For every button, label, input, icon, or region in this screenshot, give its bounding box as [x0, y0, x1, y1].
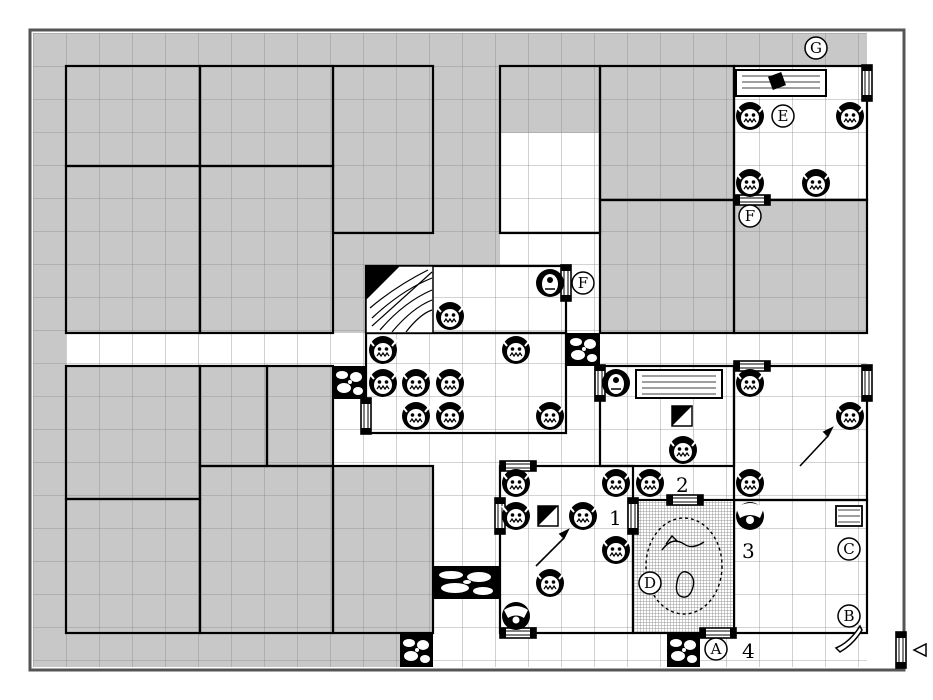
marker-g: G [810, 39, 822, 57]
marker-b: B [843, 607, 854, 625]
spear-icon [799, 426, 834, 467]
room-numbers: 1 2 3 4 [609, 473, 755, 663]
gargoyle-icon [502, 602, 530, 630]
pit-trap-icon [645, 517, 723, 615]
blade-icon [834, 624, 863, 653]
letter-marker-labels: A B C D E F F G [578, 39, 855, 658]
bookcase-icon [835, 505, 863, 527]
room-number-4: 4 [742, 639, 755, 663]
gargoyle-icon [736, 502, 764, 530]
spear-icon [535, 528, 570, 567]
table-icon [735, 69, 827, 97]
furniture-block [537, 505, 559, 527]
room-number-2: 2 [676, 473, 689, 497]
marker-d: D [644, 574, 656, 592]
marker-a: A [710, 640, 722, 658]
marker-e: E [778, 107, 789, 125]
furniture-block [671, 405, 693, 427]
marker-f-room: F [578, 274, 588, 292]
pit-area [634, 501, 733, 632]
marker-f-corridor: F [745, 207, 755, 225]
stairway-icon [365, 265, 434, 334]
table-icon [635, 369, 723, 399]
letter-markers [571, 36, 861, 661]
room-walls [64, 64, 869, 635]
marker-c: C [843, 540, 854, 558]
room-number-3: 3 [742, 539, 755, 563]
entry-arrow-icon[interactable] [912, 642, 927, 658]
room-number-1: 1 [609, 506, 622, 530]
